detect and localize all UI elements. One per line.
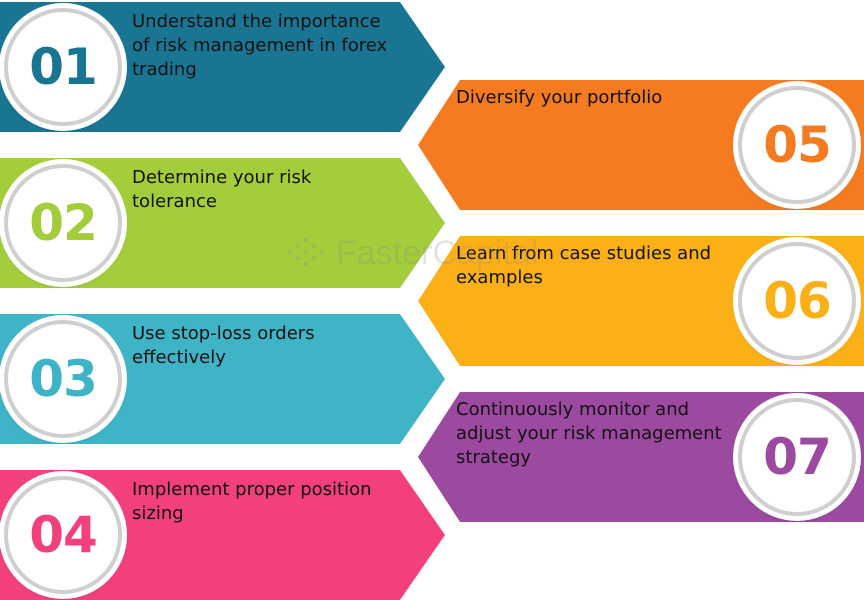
step-04-line-1: Implement proper position <box>132 479 372 500</box>
step-03-line-2: effectively <box>132 347 226 368</box>
step-01-line-2: of risk management in forex <box>132 35 388 56</box>
step-06-badge: 06 <box>738 242 856 360</box>
step-04-badge: 04 <box>4 476 122 594</box>
step-06-line-1: Learn from case studies and <box>456 243 712 264</box>
step-07-label: Continuously monitor and adjust your ris… <box>456 398 722 470</box>
step-07-line-3: strategy <box>456 447 532 468</box>
step-04-line-2: sizing <box>132 503 184 524</box>
step-01-badge: 01 <box>4 8 122 126</box>
step-02-line-1: Determine your risk <box>132 167 312 188</box>
step-06-label: Learn from case studies and examples <box>456 242 711 290</box>
step-07-badge: 07 <box>738 398 856 516</box>
step-03-line-1: Use stop-loss orders <box>132 323 315 344</box>
step-04-label: Implement proper position sizing <box>132 478 372 526</box>
step-02-line-2: tolerance <box>132 191 217 212</box>
step-03-label: Use stop-loss orders effectively <box>132 322 315 370</box>
watermark-dots-icon <box>287 237 325 267</box>
step-07-line-1: Continuously monitor and <box>456 399 690 420</box>
step-06-line-2: examples <box>456 267 543 288</box>
step-01-label: Understand the importance of risk manage… <box>132 10 387 82</box>
step-03-badge: 03 <box>4 320 122 438</box>
step-05-badge: 05 <box>738 86 856 204</box>
step-02-label: Determine your risk tolerance <box>132 166 311 214</box>
step-02-badge: 02 <box>4 164 122 282</box>
watermark-logo: FasterCapital <box>287 234 538 272</box>
step-05-label: Diversify your portfolio <box>456 86 662 110</box>
step-01-line-3: trading <box>132 59 197 80</box>
step-05-line-1: Diversify your portfolio <box>456 87 663 108</box>
step-01-line-1: Understand the importance <box>132 11 381 32</box>
step-07-line-2: adjust your risk management <box>456 423 722 444</box>
watermark-text: FasterCapital <box>336 234 538 272</box>
